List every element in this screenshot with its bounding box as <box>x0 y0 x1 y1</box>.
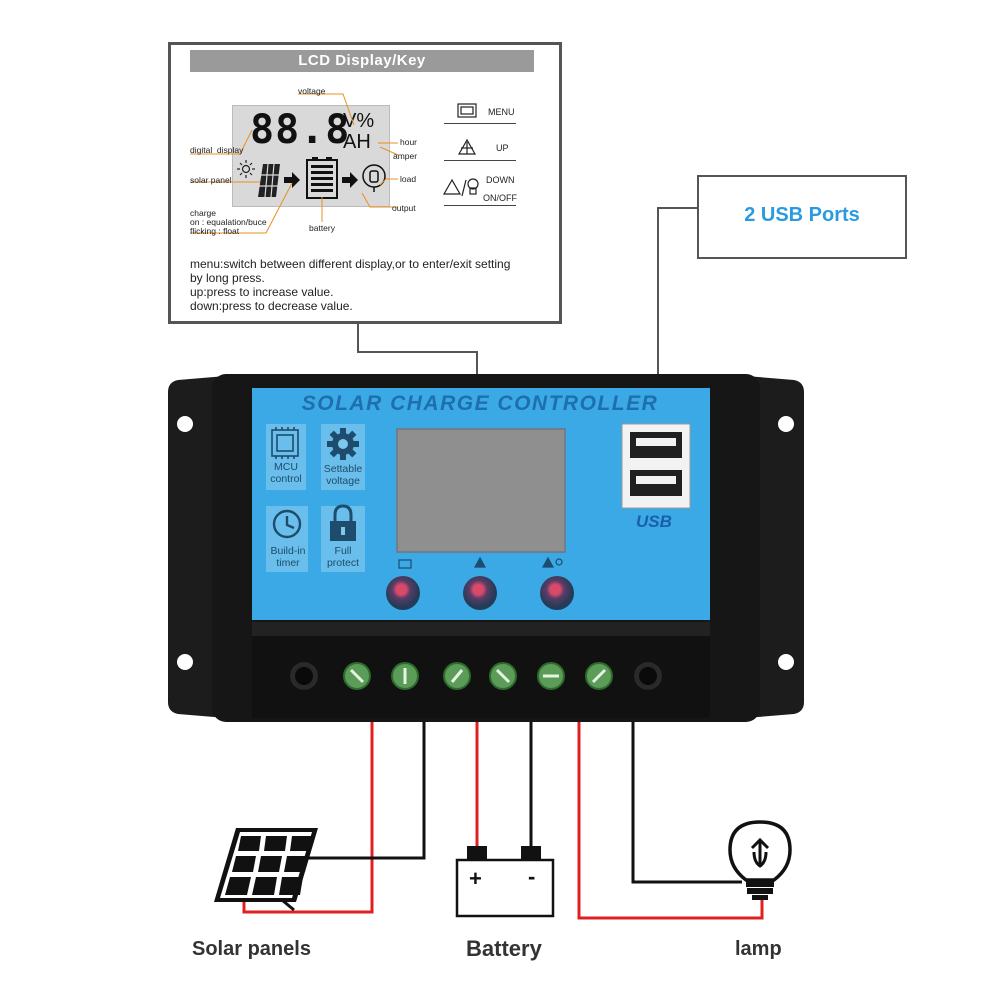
menu-key-icon <box>457 103 477 118</box>
button-icons <box>398 556 563 569</box>
battery-plus-label: + <box>469 866 482 891</box>
gear-icon <box>327 428 359 460</box>
key-up-label: UP <box>496 143 509 153</box>
key-menu-label: MENU <box>488 107 515 117</box>
device-title: SOLAR CHARGE CONTROLLER <box>301 392 659 415</box>
lcd-unit-bottom: AH <box>343 131 371 153</box>
up-button[interactable] <box>463 576 497 610</box>
solar-panels-label: Solar panels <box>192 938 311 960</box>
mount-hole-top-left <box>177 416 193 432</box>
battery-minus-label: - <box>528 864 536 889</box>
mount-hole-bottom-right <box>778 654 794 670</box>
down-key-icon <box>442 178 479 197</box>
battery-icon <box>455 846 555 918</box>
label-load: load <box>400 174 417 184</box>
solar-negative-wire <box>304 722 426 860</box>
lamp-icon <box>728 820 792 900</box>
usb-callout-box <box>697 175 907 259</box>
key-menu-line <box>444 123 516 124</box>
label-amper: amper <box>393 151 418 161</box>
mount-hole-bottom-left <box>177 654 193 670</box>
clock-icon <box>272 509 302 539</box>
lcd-info-header: LCD Display/Key <box>190 50 534 72</box>
lcd-description-2: by long press. <box>190 271 265 285</box>
lcd-solar-panel-icon <box>258 163 280 198</box>
label-charge-3: flicking : float <box>190 226 240 236</box>
label-charge-1: charge <box>190 208 216 218</box>
solar-panel-icon <box>214 828 318 912</box>
lamp-positive-wire <box>577 722 764 920</box>
key-down-line <box>444 205 516 206</box>
arrow-right-icon-2 <box>342 172 358 188</box>
left-mounting-ear <box>168 376 226 718</box>
battery-label: Battery <box>466 936 542 961</box>
lcd-bulb-icon <box>362 164 386 192</box>
solar-positive-wire <box>242 722 374 914</box>
lock-icon <box>330 504 356 541</box>
label-battery: battery <box>309 223 335 233</box>
up-key-icon <box>457 138 477 155</box>
mount-hole-top-right <box>778 416 794 432</box>
device-lcd-screen <box>396 428 566 553</box>
terminal-block <box>252 622 710 718</box>
label-hour: hour <box>400 137 418 147</box>
terminal-screws <box>290 662 662 690</box>
lcd-description-4: down:press to decrease value. <box>190 299 353 313</box>
lcd-icons <box>237 157 386 199</box>
label-solar-panel: solar panel <box>190 175 232 185</box>
chip-icon <box>271 427 299 459</box>
key-up-line <box>444 160 516 161</box>
down-button[interactable] <box>540 576 574 610</box>
arrow-right-icon <box>284 172 300 188</box>
lcd-label-pointers <box>190 93 399 234</box>
lcd-description-3: up:press to increase value. <box>190 285 334 299</box>
lamp-label: lamp <box>735 938 782 960</box>
right-mounting-ear <box>746 376 804 718</box>
label-output: output <box>392 203 416 213</box>
usb-callout-text: 2 USB Ports <box>744 204 860 226</box>
label-charge-2: on : equalation/buce <box>190 217 267 227</box>
lcd-digits: 88.8 <box>250 107 351 153</box>
usb-callout-line <box>657 207 697 445</box>
usb-logo: USB <box>636 512 672 531</box>
menu-button[interactable] <box>386 576 420 610</box>
usb-port-stack <box>621 423 691 509</box>
lamp-negative-wire <box>631 722 742 884</box>
key-down-label: DOWN <box>486 175 515 185</box>
key-icons <box>442 103 479 197</box>
lcd-description-1: menu:switch between different display,or… <box>190 257 511 271</box>
label-voltage: voltage <box>298 86 326 96</box>
key-onoff-label: ON/OFF <box>483 193 517 203</box>
label-digital-display: digital display <box>190 145 244 155</box>
sun-icon <box>237 160 255 178</box>
